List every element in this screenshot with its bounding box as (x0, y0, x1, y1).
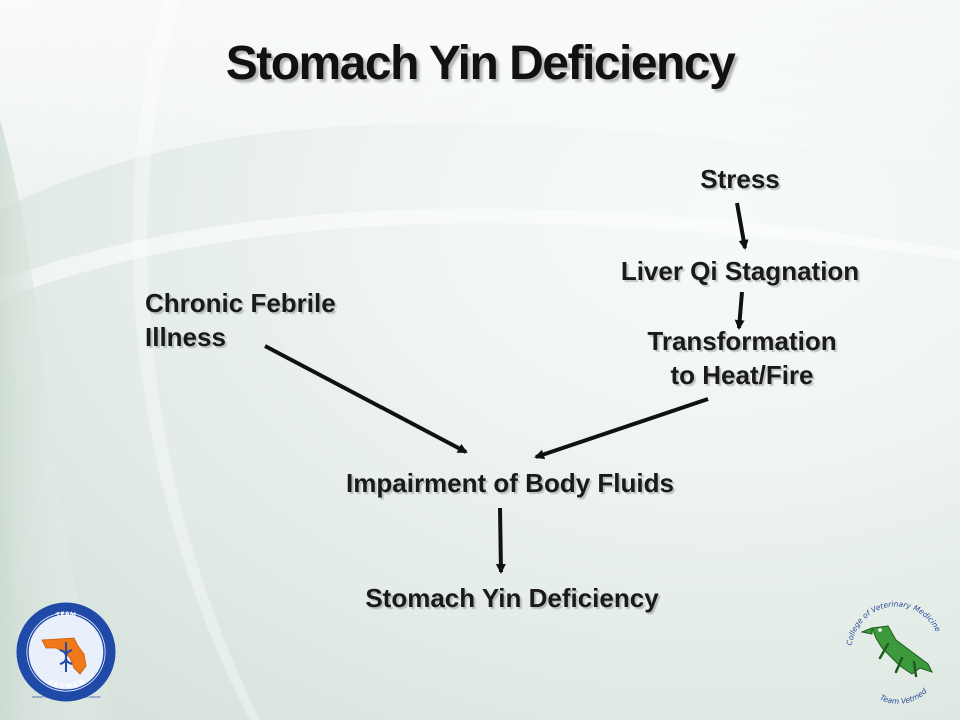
node-chronic-line1: Chronic Febrile (145, 288, 336, 318)
arrow-liver-to-transform (734, 291, 745, 330)
svg-text:Team Vetmed: Team Vetmed (879, 686, 929, 704)
seal-ring-text: UNIVERSITY OF FLORIDA · COLLEGE OF VETER… (32, 696, 101, 699)
node-stomach-yin-deficiency: Stomach Yin Deficiency (365, 583, 659, 613)
arrow-chronic-to-impair (264, 344, 468, 454)
node-impairment-body-fluids: Impairment of Body Fluids (346, 468, 674, 498)
caduceus-icon (59, 642, 73, 672)
node-stress: Stress (700, 164, 780, 194)
arrow-stress-to-liver (735, 202, 749, 250)
arrow-transform-to-impair (534, 397, 709, 460)
node-liver-qi-stagnation: Liver Qi Stagnation (620, 256, 860, 286)
slide-title: Stomach Yin Deficiency (225, 37, 736, 90)
svg-text:TEAM: TEAM (55, 611, 76, 619)
node-transformation-line1: Transformation (647, 326, 837, 356)
alligator-icon (860, 625, 933, 678)
seal-bottom-text: V E T M E D (46, 678, 86, 690)
svg-text:V E T M E D: V E T M E D (46, 678, 86, 690)
node-transformation-heat-fire: Transformation to Heat/Fire (582, 325, 902, 393)
florida-map-icon (41, 637, 87, 675)
team-vetmed-seal-logo: TEAM V E T M E D UNIVERSITY OF FLORIDA ·… (16, 602, 116, 702)
node-chronic-febrile-illness: Chronic Febrile Illness (145, 287, 405, 355)
arrow-impair-to-deficiency (495, 507, 506, 574)
gator-team-vetmed-logo: College of Veterinary Medicine Team Vetm… (845, 600, 943, 704)
gator-logo-bottom-text: Team Vetmed (879, 686, 929, 704)
node-transformation-line2: to Heat/Fire (670, 359, 814, 390)
node-chronic-line2: Illness (145, 321, 226, 352)
seal-top-text: TEAM (55, 611, 76, 619)
